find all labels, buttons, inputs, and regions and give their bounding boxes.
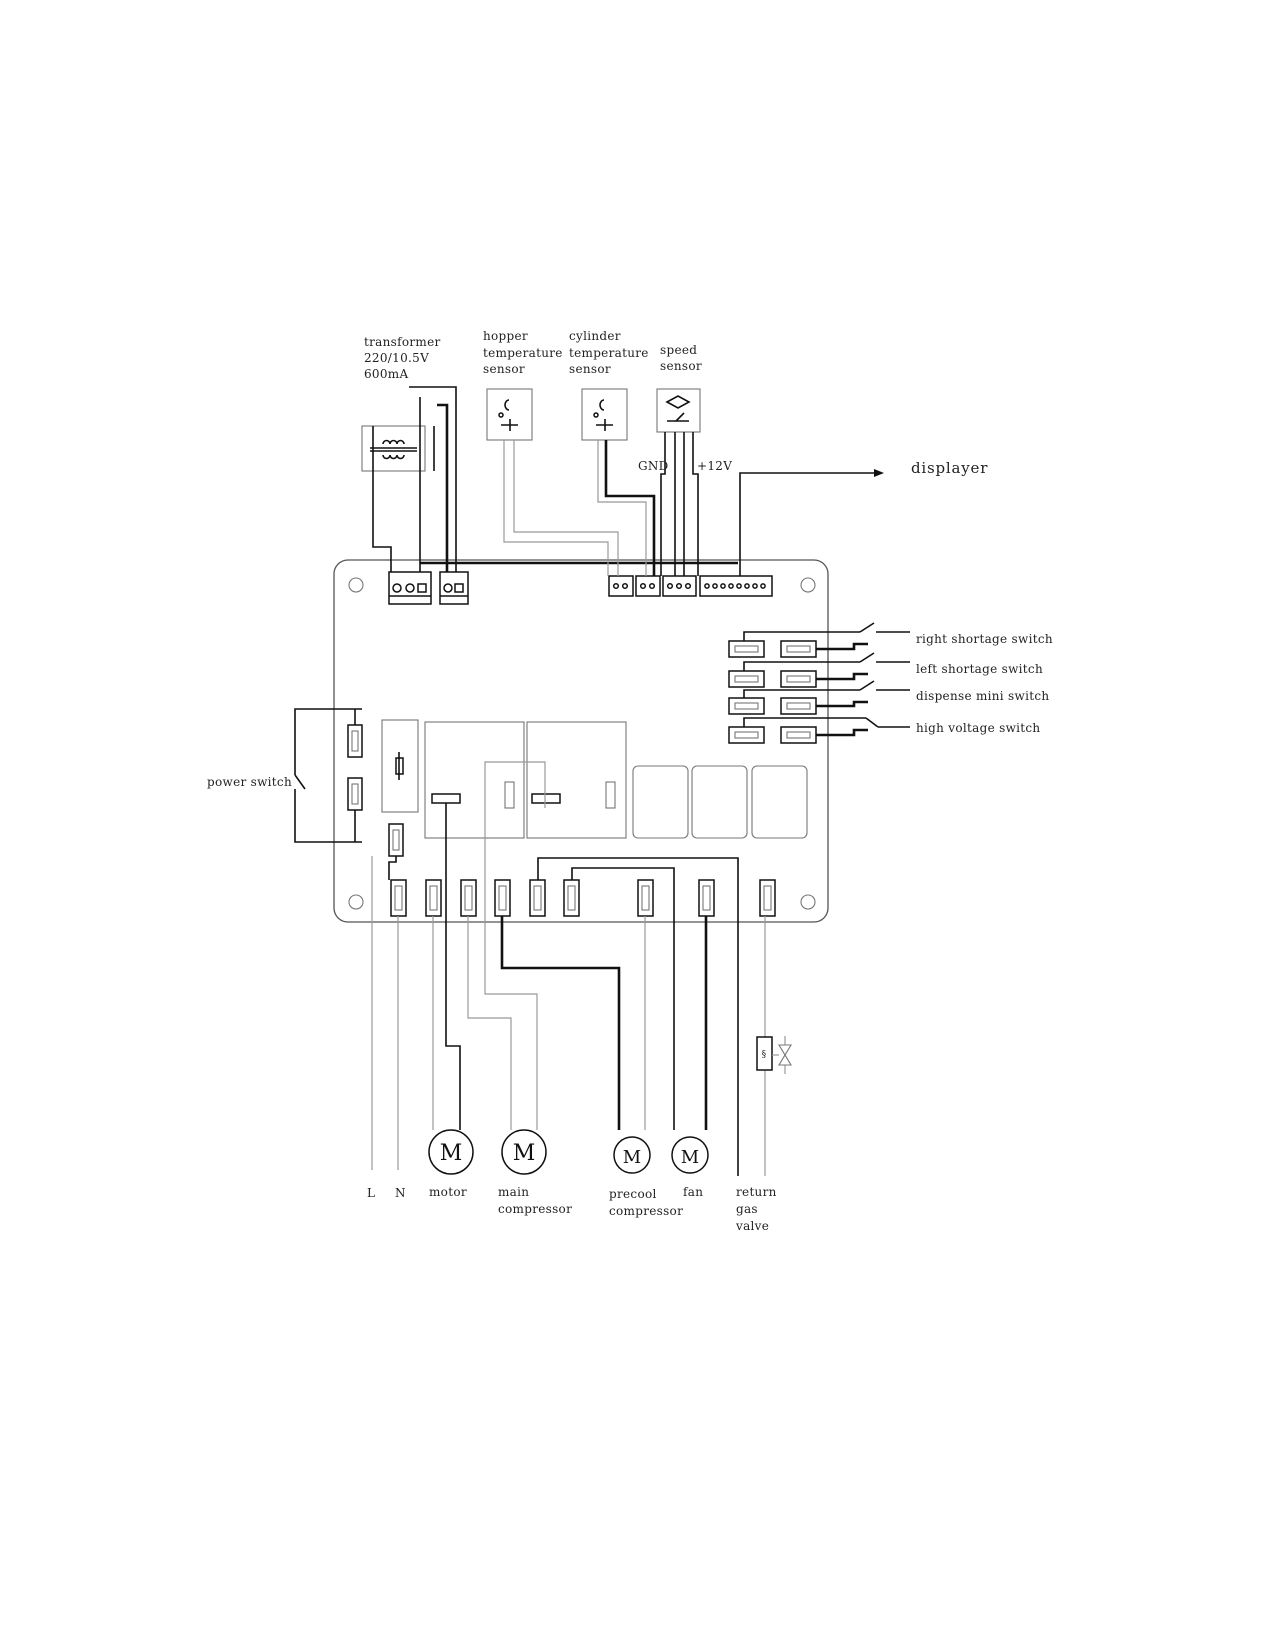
hopper-sensor-label: hopper temperature sensor (483, 329, 567, 376)
cylinder-sensor-label: cylinder temperature sensor (569, 329, 653, 376)
displayer-label: displayer (911, 459, 988, 477)
speed-sensor-label: speed sensor (660, 343, 702, 373)
dispense-mini-switch (743, 680, 910, 708)
transformer-coil-icon (382, 439, 405, 445)
svg-text:M: M (623, 1147, 641, 1168)
power-switch (294, 708, 362, 843)
speed-sensor-connector (662, 575, 697, 597)
speed-sensor (656, 388, 701, 433)
displayer-arrow-icon (874, 469, 884, 477)
left-shortage-label: left shortage switch (916, 662, 1043, 676)
plus12v-label: +12V (697, 459, 732, 473)
high-voltage-label: high voltage switch (916, 721, 1040, 735)
fan-label: fan (683, 1185, 703, 1199)
N-label: N (395, 1186, 406, 1200)
svg-text:M: M (513, 1141, 536, 1166)
transformer-label: transformer 220/10.5V 600mA (364, 335, 445, 381)
mounting-hole (348, 577, 364, 593)
return-gas-valve: § (756, 916, 792, 1176)
precool-compressor-symbol: M (613, 1136, 651, 1174)
main-compressor-symbol: M (501, 1129, 547, 1175)
return-gas-valve-label: return gas valve (735, 1185, 781, 1233)
hopper-temperature-sensor (486, 388, 533, 441)
right-shortage-switch (743, 622, 910, 651)
mounting-hole (348, 894, 364, 910)
relay (526, 721, 627, 839)
cylinder-temperature-sensor (581, 388, 628, 441)
bottom-terminals (390, 879, 776, 917)
contactor (751, 765, 808, 839)
gnd-label: GND (638, 459, 669, 473)
dispense-mini-label: dispense mini switch (916, 689, 1049, 703)
high-voltage-switch (743, 717, 910, 737)
contactor (632, 765, 689, 839)
main-compressor-label: main compressor (498, 1185, 572, 1216)
power-switch-label: power switch (207, 775, 292, 789)
fan-symbol: M (671, 1136, 709, 1174)
mounting-hole (800, 577, 816, 593)
relay (424, 721, 525, 839)
svg-text:M: M (440, 1141, 463, 1166)
svg-text:§: § (762, 1050, 767, 1060)
right-shortage-label: right shortage switch (916, 632, 1053, 646)
contactor (691, 765, 748, 839)
svg-text:M: M (681, 1147, 699, 1168)
motor-label: motor (429, 1185, 467, 1199)
motor-symbol: M (428, 1129, 474, 1175)
display-connector (699, 575, 773, 597)
control-board (333, 559, 829, 923)
mounting-hole (800, 894, 816, 910)
L-label: L (367, 1186, 375, 1200)
cylinder-sensor-connector (635, 575, 661, 597)
switch-terminals (728, 640, 817, 744)
left-shortage-switch (743, 652, 910, 681)
hopper-sensor-connector (608, 575, 634, 597)
precool-compressor-label: precool compressor (609, 1187, 683, 1218)
